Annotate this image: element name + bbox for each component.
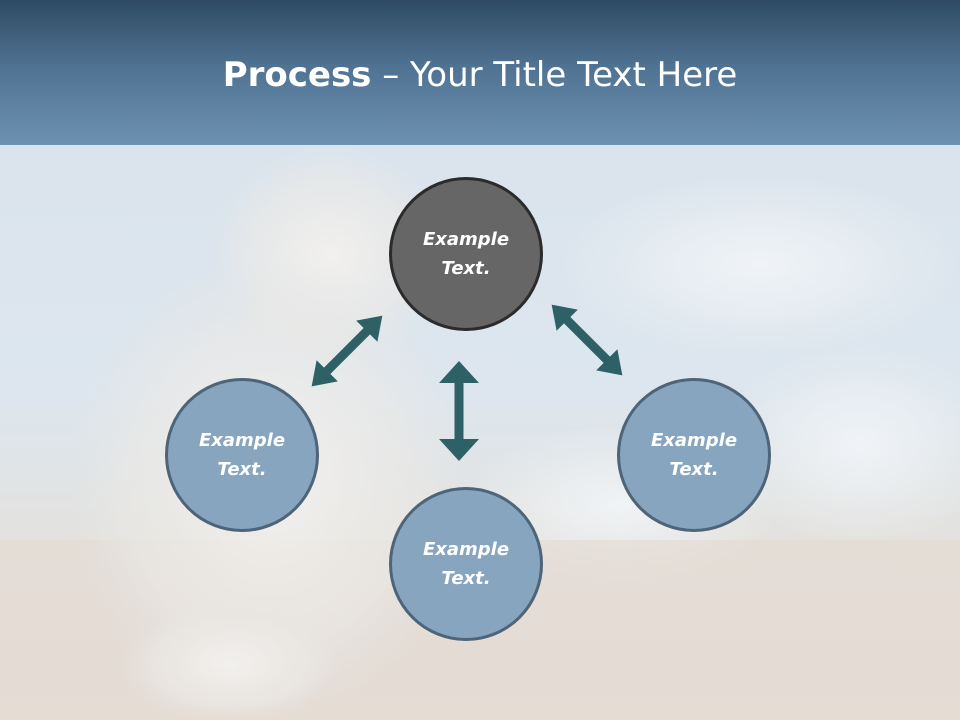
slide-title: Process – Your Title Text Here xyxy=(0,52,960,98)
right-node: Example Text. xyxy=(617,378,771,532)
title-bold: Process xyxy=(222,55,372,95)
center-node: Example Text. xyxy=(389,177,543,331)
double-arrow-right-icon xyxy=(551,304,623,376)
title-bar: Process – Your Title Text Here xyxy=(0,0,960,145)
bottom-node: Example Text. xyxy=(389,487,543,641)
double-arrow-vertical-icon xyxy=(439,361,479,461)
left-node-text: Example Text. xyxy=(198,430,286,480)
left-node: Example Text. xyxy=(165,378,319,532)
center-node-text: Example Text. xyxy=(422,229,510,279)
right-node-text: Example Text. xyxy=(650,430,738,480)
title-rest: – Your Title Text Here xyxy=(371,55,738,95)
double-arrow-left-icon xyxy=(311,315,383,387)
bottom-node-text: Example Text. xyxy=(422,539,510,589)
